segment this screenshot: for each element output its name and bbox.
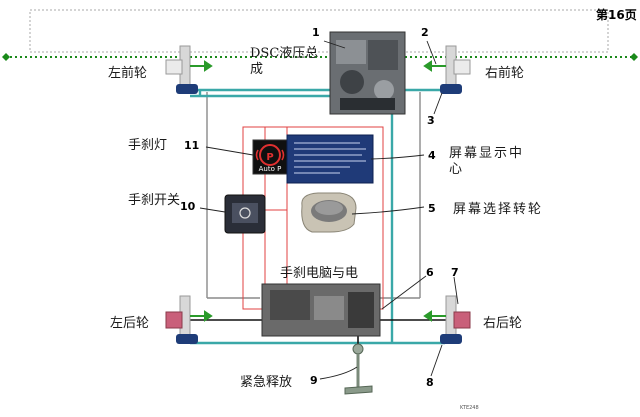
label-selector-wheel: 屏幕选择转轮 <box>453 202 544 217</box>
callout-7: 7 <box>451 266 459 279</box>
header-frame <box>29 9 609 53</box>
handbrake-switch-image <box>224 194 266 234</box>
axle-right-marker <box>630 53 638 61</box>
emergency-release-tool <box>344 343 373 395</box>
brake-lines <box>190 88 445 345</box>
callout-3: 3 <box>427 114 435 127</box>
callout-2: 2 <box>421 26 429 39</box>
label-rear-right: 右后轮 <box>483 316 523 331</box>
rear-left-wheel <box>165 295 198 344</box>
figure-code: KTE248 <box>460 405 479 411</box>
label-emergency-release: 紧急释放 <box>240 375 293 390</box>
p-symbol: P <box>266 152 273 163</box>
axle-left-marker <box>2 53 10 61</box>
label-handbrake-light: 手刹灯 <box>128 138 168 153</box>
display-center-image <box>286 134 374 184</box>
front-left-wheel <box>165 45 198 94</box>
frame-lines <box>206 92 421 299</box>
front-right-wheel <box>440 45 471 94</box>
dsc-unit-image <box>329 31 406 115</box>
callout-4: 4 <box>428 149 436 162</box>
callout-11: 11 <box>184 139 199 152</box>
auto-p-text: Auto P <box>259 165 282 173</box>
page-number: 第16页 <box>596 8 637 22</box>
label-ecu-motor: 手刹电脑与电 <box>280 266 359 281</box>
ecu-motor-image <box>261 283 381 337</box>
callout-8: 8 <box>426 376 434 389</box>
label-dsc-unit: DSC液压总成 <box>250 46 319 77</box>
label-front-left: 左前轮 <box>108 66 148 81</box>
callout-10: 10 <box>180 200 196 213</box>
handbrake-light-icon <box>252 139 288 175</box>
selector-wheel-image <box>301 192 357 233</box>
label-front-right: 右前轮 <box>485 66 525 81</box>
label-handbrake-switch: 手刹开关 <box>128 193 181 208</box>
sensor-arrows <box>190 60 446 322</box>
callout-9: 9 <box>310 374 318 387</box>
label-rear-left: 左后轮 <box>110 316 150 331</box>
callout-1: 1 <box>312 26 320 39</box>
callout-leaders <box>199 40 459 380</box>
label-display-center: 屏幕显示中心 <box>449 146 525 177</box>
rear-right-wheel <box>440 295 471 344</box>
callout-6: 6 <box>426 266 434 279</box>
callout-5: 5 <box>428 202 436 215</box>
